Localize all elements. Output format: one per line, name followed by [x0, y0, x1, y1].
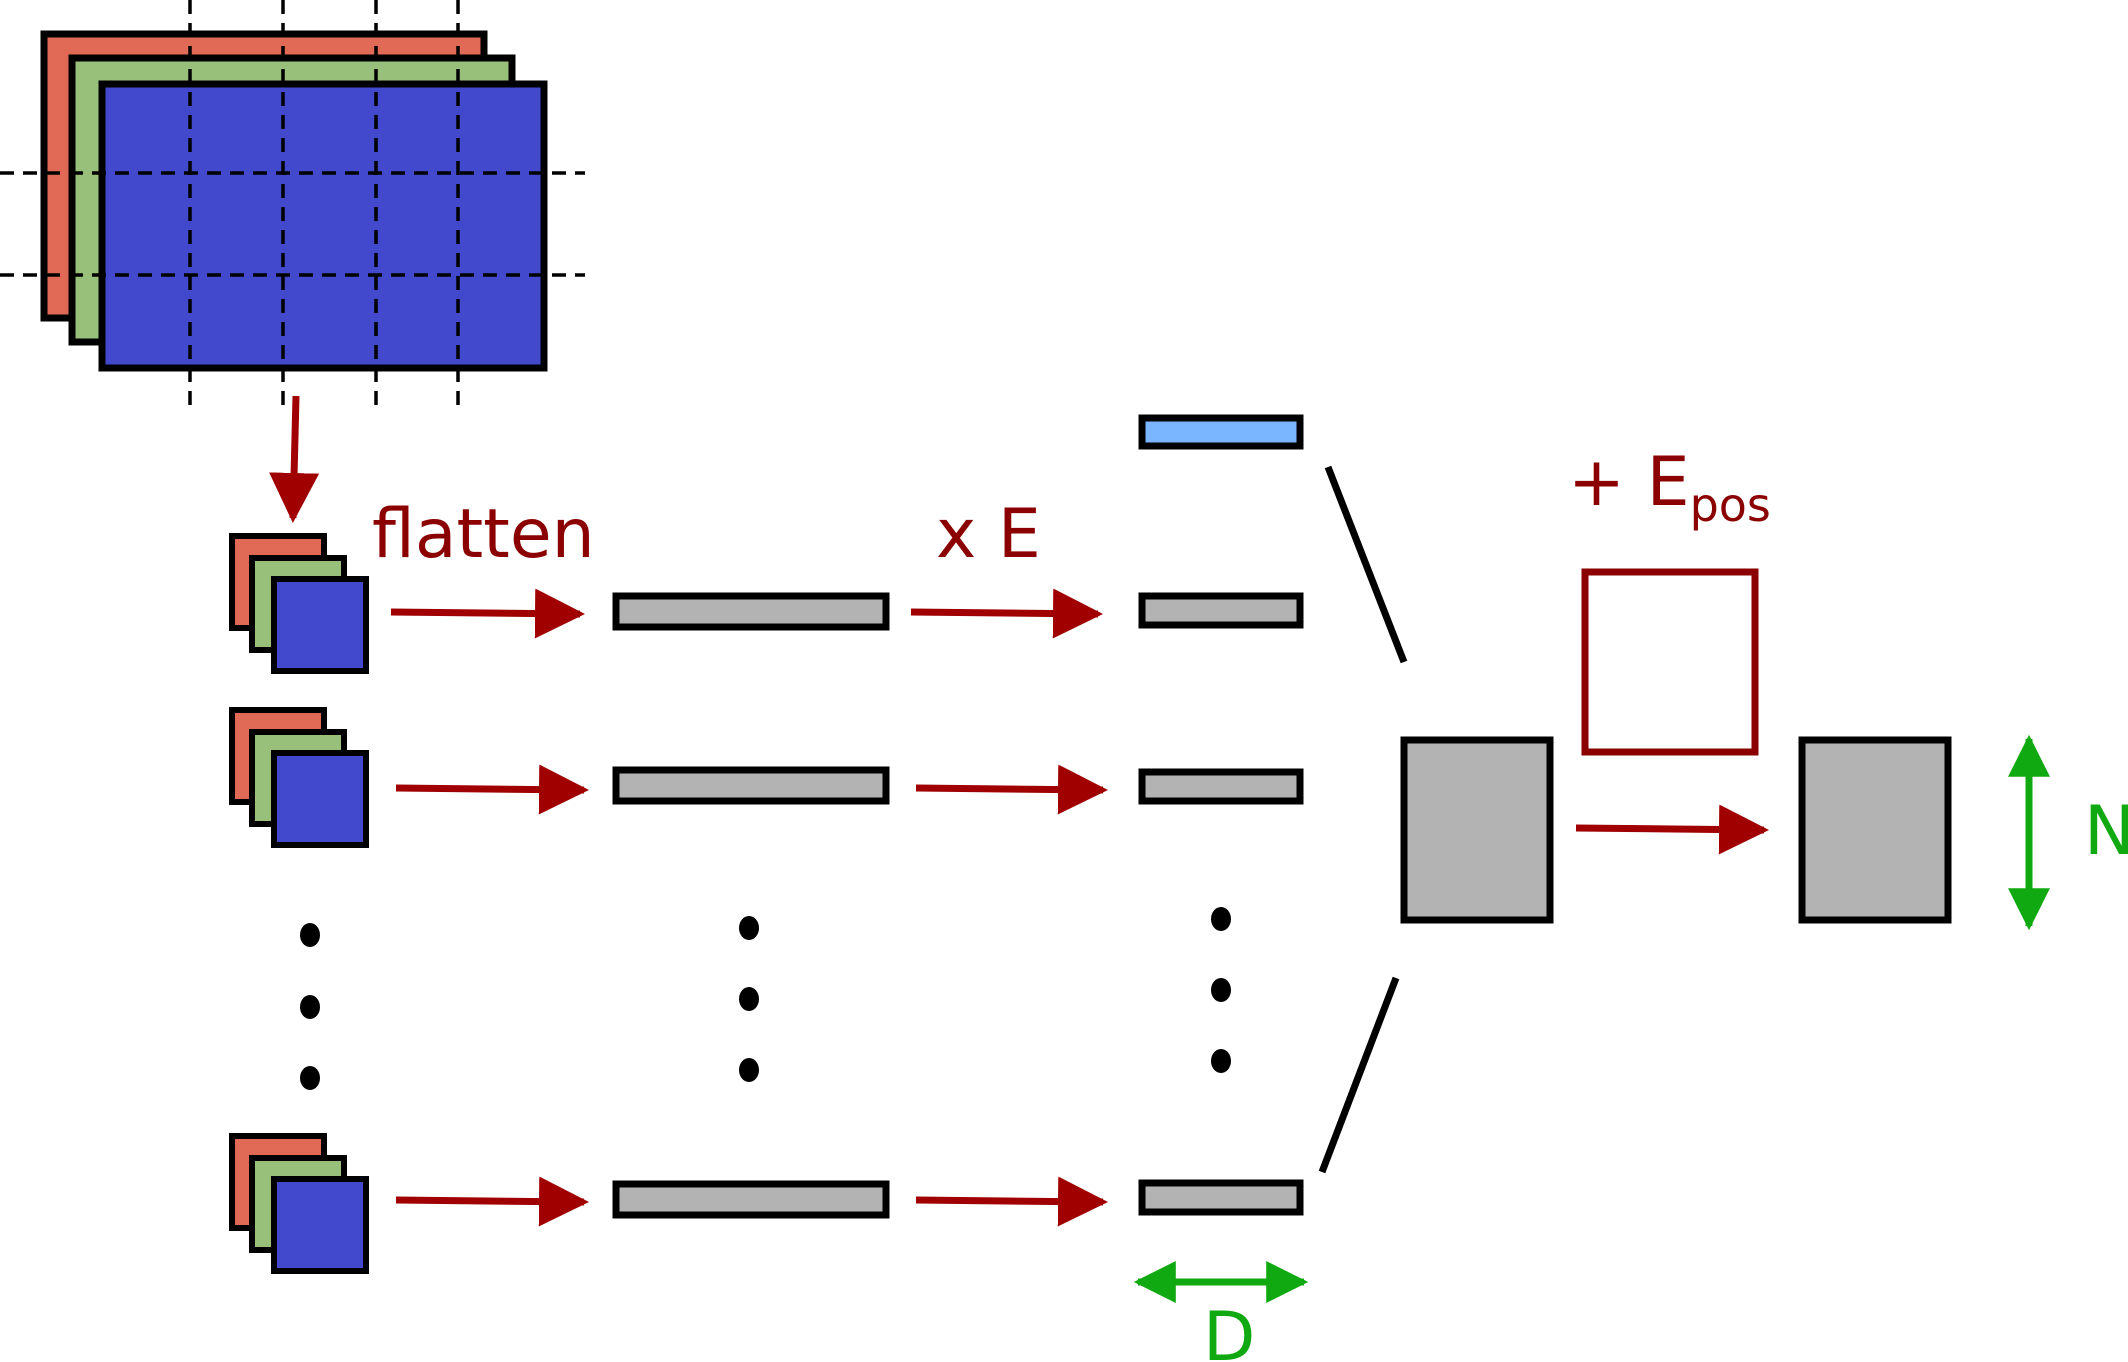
image-blue-channel: [98, 80, 548, 372]
input-image-stack: [40, 30, 548, 372]
patch-ellipsis-dot-2: [300, 995, 320, 1019]
patch-grid: [0, 0, 585, 406]
token-ellipsis-dot-3: [1211, 1049, 1231, 1073]
embedded-token-1: [1138, 592, 1304, 629]
stack-bracket: [1318, 465, 1408, 1174]
flatten-arrows: [390, 588, 589, 1227]
embedded-tokens: [1138, 592, 1304, 1216]
flatten-arrow-2: [395, 764, 589, 815]
projection-arrow-1: [910, 588, 1103, 639]
d-label: D: [1203, 1298, 1255, 1362]
image-to-patches-arrow: [269, 395, 320, 523]
n-label: N: [2084, 792, 2128, 871]
ellipsis-dots: [300, 907, 1231, 1090]
patch-n-blue: [271, 1176, 369, 1274]
embedding-matrix: [1400, 736, 1554, 924]
flatten-arrow-n: [395, 1176, 589, 1227]
flatten-arrow-1: [390, 588, 585, 639]
flattened-vectors: [612, 592, 890, 1219]
embedded-token-n: [1138, 1179, 1304, 1216]
bracket-line-bottom: [1318, 976, 1400, 1174]
vector-ellipsis-dot-1: [739, 916, 759, 940]
token-ellipsis-dot-2: [1211, 978, 1231, 1002]
token-ellipsis-dot-1: [1211, 907, 1231, 931]
times-e-label: x E: [936, 495, 1041, 574]
embedded-token-2: [1138, 768, 1304, 805]
patch-2-blue: [271, 750, 369, 848]
patch-1-blue: [271, 576, 369, 674]
projection-arrow-2: [915, 764, 1108, 815]
plus-epos-label: + Epos: [1568, 443, 1771, 532]
projection-arrows: [910, 588, 1108, 1227]
bracket-line-top: [1324, 465, 1408, 664]
patch-ellipsis-dot-3: [300, 1066, 320, 1090]
pos-subscript: pos: [1690, 478, 1771, 532]
patch-ellipsis-dot-1: [300, 923, 320, 947]
projection-arrow-n: [915, 1176, 1108, 1227]
vector-ellipsis-dot-3: [739, 1058, 759, 1082]
positional-embedding-box: [1581, 568, 1759, 756]
patch-stack-2: [229, 707, 369, 848]
flattened-vector-1: [612, 592, 890, 631]
output-embedding-matrix: [1798, 736, 1952, 924]
class-token: [1138, 414, 1304, 450]
vector-ellipsis-dot-2: [739, 987, 759, 1011]
add-positional-arrow: [1575, 804, 1769, 855]
patch-stack-n: [229, 1133, 369, 1274]
patch-stack-1: [229, 533, 369, 674]
flattened-vector-2: [612, 766, 890, 805]
plus-e-text: + E: [1568, 443, 1690, 522]
flatten-label: flatten: [372, 495, 595, 574]
flattened-vector-n: [612, 1180, 890, 1219]
